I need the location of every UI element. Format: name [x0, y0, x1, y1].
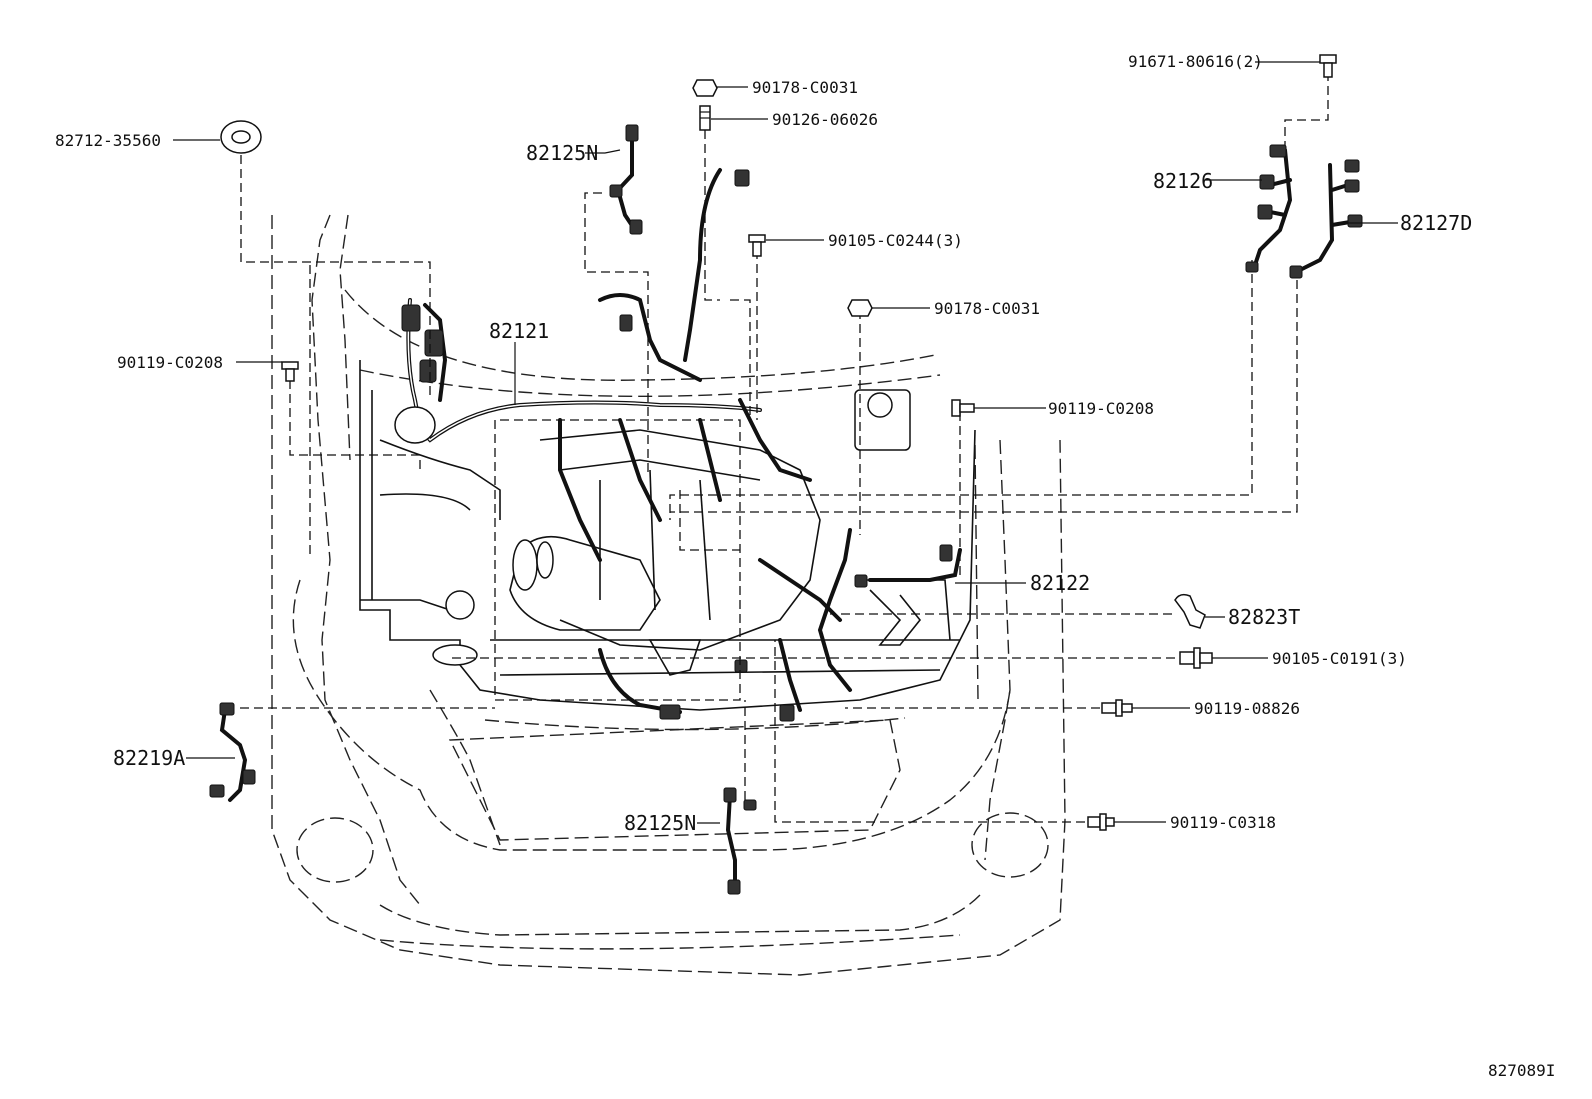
bolt-icon-c0318 — [1087, 813, 1115, 831]
label-90105-c0244: 90105-C0244(3) — [828, 231, 963, 250]
label-82122: 82122 — [1030, 571, 1090, 595]
label-90105-c0191: 90105-C0191(3) — [1272, 649, 1407, 668]
label-90119-c0208-right: 90119-C0208 — [1048, 399, 1154, 418]
label-82125n-top: 82125N — [526, 141, 598, 165]
flange-bolt-icon — [748, 234, 766, 257]
sensor-harness-icon-bottom — [723, 787, 757, 895]
label-90119-08826: 90119-08826 — [1194, 699, 1300, 718]
label-82712-35560: 82712-35560 — [55, 131, 161, 150]
label-82126: 82126 — [1153, 169, 1213, 193]
harness-82122 — [598, 528, 962, 722]
bolt-icon-08826 — [1101, 699, 1133, 717]
flange-bolt-icon-right — [1179, 647, 1213, 669]
label-90178-c0031-mid: 90178-C0031 — [934, 299, 1040, 318]
leader-lines — [173, 61, 1398, 824]
bolt-icon-right — [951, 399, 975, 417]
reference-lines — [240, 72, 1329, 823]
label-82823t: 82823T — [1228, 605, 1300, 629]
sensor-harness-icon-top — [609, 124, 643, 235]
clamp-icon — [1174, 593, 1206, 629]
nut-icon — [692, 79, 718, 97]
figure-id: 827089I — [1488, 1061, 1555, 1080]
label-82219a: 82219A — [113, 746, 185, 770]
vehicle-body-outline — [271, 214, 1066, 976]
label-90119-c0208-left: 90119-C0208 — [117, 353, 223, 372]
harness-icon-82127d — [1289, 159, 1363, 279]
label-82121: 82121 — [489, 319, 549, 343]
label-90126-06026: 90126-06026 — [772, 110, 878, 129]
nut-icon-mid — [847, 299, 873, 317]
stud-icon — [699, 105, 711, 131]
grommet-icon — [220, 120, 262, 154]
label-82125n-bottom: 82125N — [624, 811, 696, 835]
harness-icon-82219a — [209, 702, 256, 802]
harness-icon-82126 — [1245, 144, 1293, 273]
bolt-icon — [1319, 54, 1337, 78]
label-90119-c0318: 90119-C0318 — [1170, 813, 1276, 832]
part-labels: 82712-35560 82125N 90178-C0031 90126-060… — [55, 52, 1555, 1080]
label-90178-c0031-top: 90178-C0031 — [752, 78, 858, 97]
harness-82121 — [394, 168, 812, 562]
engine-bay — [359, 360, 976, 711]
label-91671-80616: 91671-80616(2) — [1128, 52, 1263, 71]
label-82127d: 82127D — [1400, 211, 1472, 235]
bolt-icon-left — [281, 361, 299, 382]
